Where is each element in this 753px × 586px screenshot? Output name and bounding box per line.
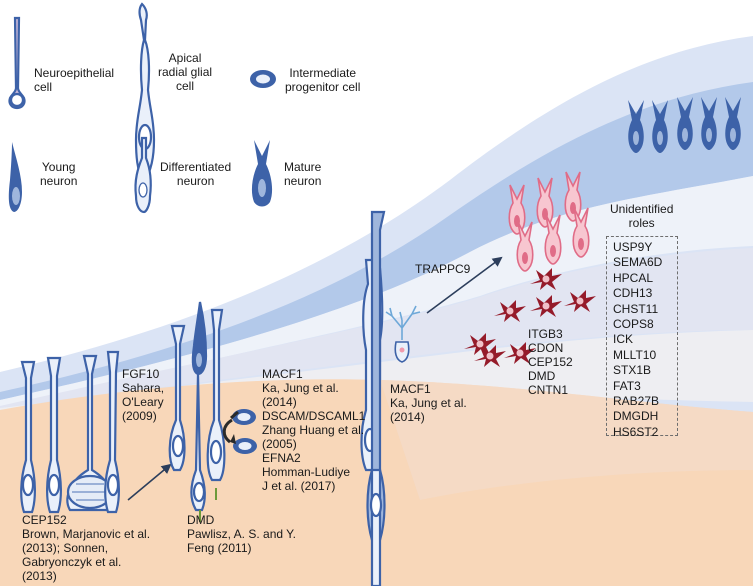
gene-item: ICK	[613, 332, 634, 347]
red-cell	[530, 268, 562, 290]
legend-intermediate-progenitor-label: Intermediate progenitor cell	[285, 66, 361, 94]
gene-item: MLLT10	[613, 347, 657, 362]
gene-item: COPS8	[613, 317, 654, 332]
mature-neuron-icon	[251, 140, 273, 207]
red-cell	[464, 333, 496, 355]
legend-young-neuron-label: Young neuron	[40, 160, 78, 188]
unidentified-genes-box	[606, 236, 678, 436]
gene-item: STX1B	[613, 363, 652, 378]
intermediate-progenitor-pair	[222, 409, 257, 454]
red-cells	[464, 268, 596, 367]
pink-neuron	[516, 221, 534, 272]
red-cell	[474, 345, 506, 367]
macf1-annotation: MACF1 Ka, Jung et al. (2014)	[390, 382, 467, 424]
gene-item: USP9Y	[613, 240, 653, 254]
middle-cell-cluster	[168, 301, 226, 522]
pink-neuron	[544, 214, 562, 265]
fgf10-annotation: FGF10 Sahara, O'Leary (2009)	[122, 367, 165, 423]
unidentified-roles-title: Unidentified roles	[610, 202, 674, 230]
arrow-trappc9	[426, 256, 503, 314]
pink-neuron	[572, 207, 590, 258]
macf1-dscam-efna2-annotation: MACF1 Ka, Jung et al. (2014) DSCAM/DSCAM…	[262, 367, 366, 493]
mature-neuron	[652, 100, 668, 153]
red-cell	[564, 290, 596, 312]
red-cell	[504, 342, 536, 364]
center-radial-glia	[360, 210, 386, 586]
mid-gene-list: ITGB3 CDON CEP152 DMD CNTN1	[528, 327, 573, 397]
pink-neuron	[536, 177, 554, 228]
red-cell	[494, 300, 526, 322]
mature-neuron	[628, 100, 644, 153]
arrow-1	[127, 463, 172, 501]
legend-radial-glial-label: Apical radial glial cell	[158, 51, 213, 93]
mature-neurons-row	[628, 97, 741, 153]
pink-neuron	[564, 171, 582, 222]
neuroepithelial-cell-icon	[8, 16, 26, 110]
gene-item: SEMA6D	[613, 255, 663, 270]
gene-item: HS6ST2	[613, 424, 659, 439]
blue-band	[0, 82, 753, 400]
legend-neuroepithelial-label: Neuroepithelial cell	[34, 66, 115, 94]
radial-glia-cluster	[20, 350, 120, 514]
legend-mature-neuron-label: Mature neuron	[284, 160, 322, 188]
dmd-annotation: DMD Pawlisz, A. S. and Y. Feng (2011)	[187, 513, 296, 555]
mature-neuron	[725, 97, 741, 150]
white-band	[0, 176, 753, 408]
legend-differentiated-neuron-label: Differentiated neuron	[160, 160, 232, 188]
gene-item: HPCAL	[613, 270, 654, 285]
gene-item: FAT3	[613, 378, 641, 393]
gene-item: CHST11	[613, 301, 659, 316]
red-cell	[530, 295, 562, 317]
cep152-annotation: CEP152 Brown, Marjanovic et al. (2013); …	[22, 513, 151, 583]
gene-item: DMGDH	[613, 409, 659, 424]
mature-neuron	[701, 97, 717, 150]
branching-neuron	[385, 305, 421, 363]
differentiated-neuron-icon	[134, 136, 152, 214]
gene-item: RAB27B	[613, 394, 660, 409]
young-neuron-icon	[8, 142, 22, 212]
intermediate-progenitor-icon	[250, 70, 276, 88]
mature-neuron	[677, 97, 693, 150]
gene-item: CDH13	[613, 286, 653, 301]
trappc9-label: TRAPPC9	[415, 262, 471, 276]
pink-neurons	[508, 171, 590, 272]
